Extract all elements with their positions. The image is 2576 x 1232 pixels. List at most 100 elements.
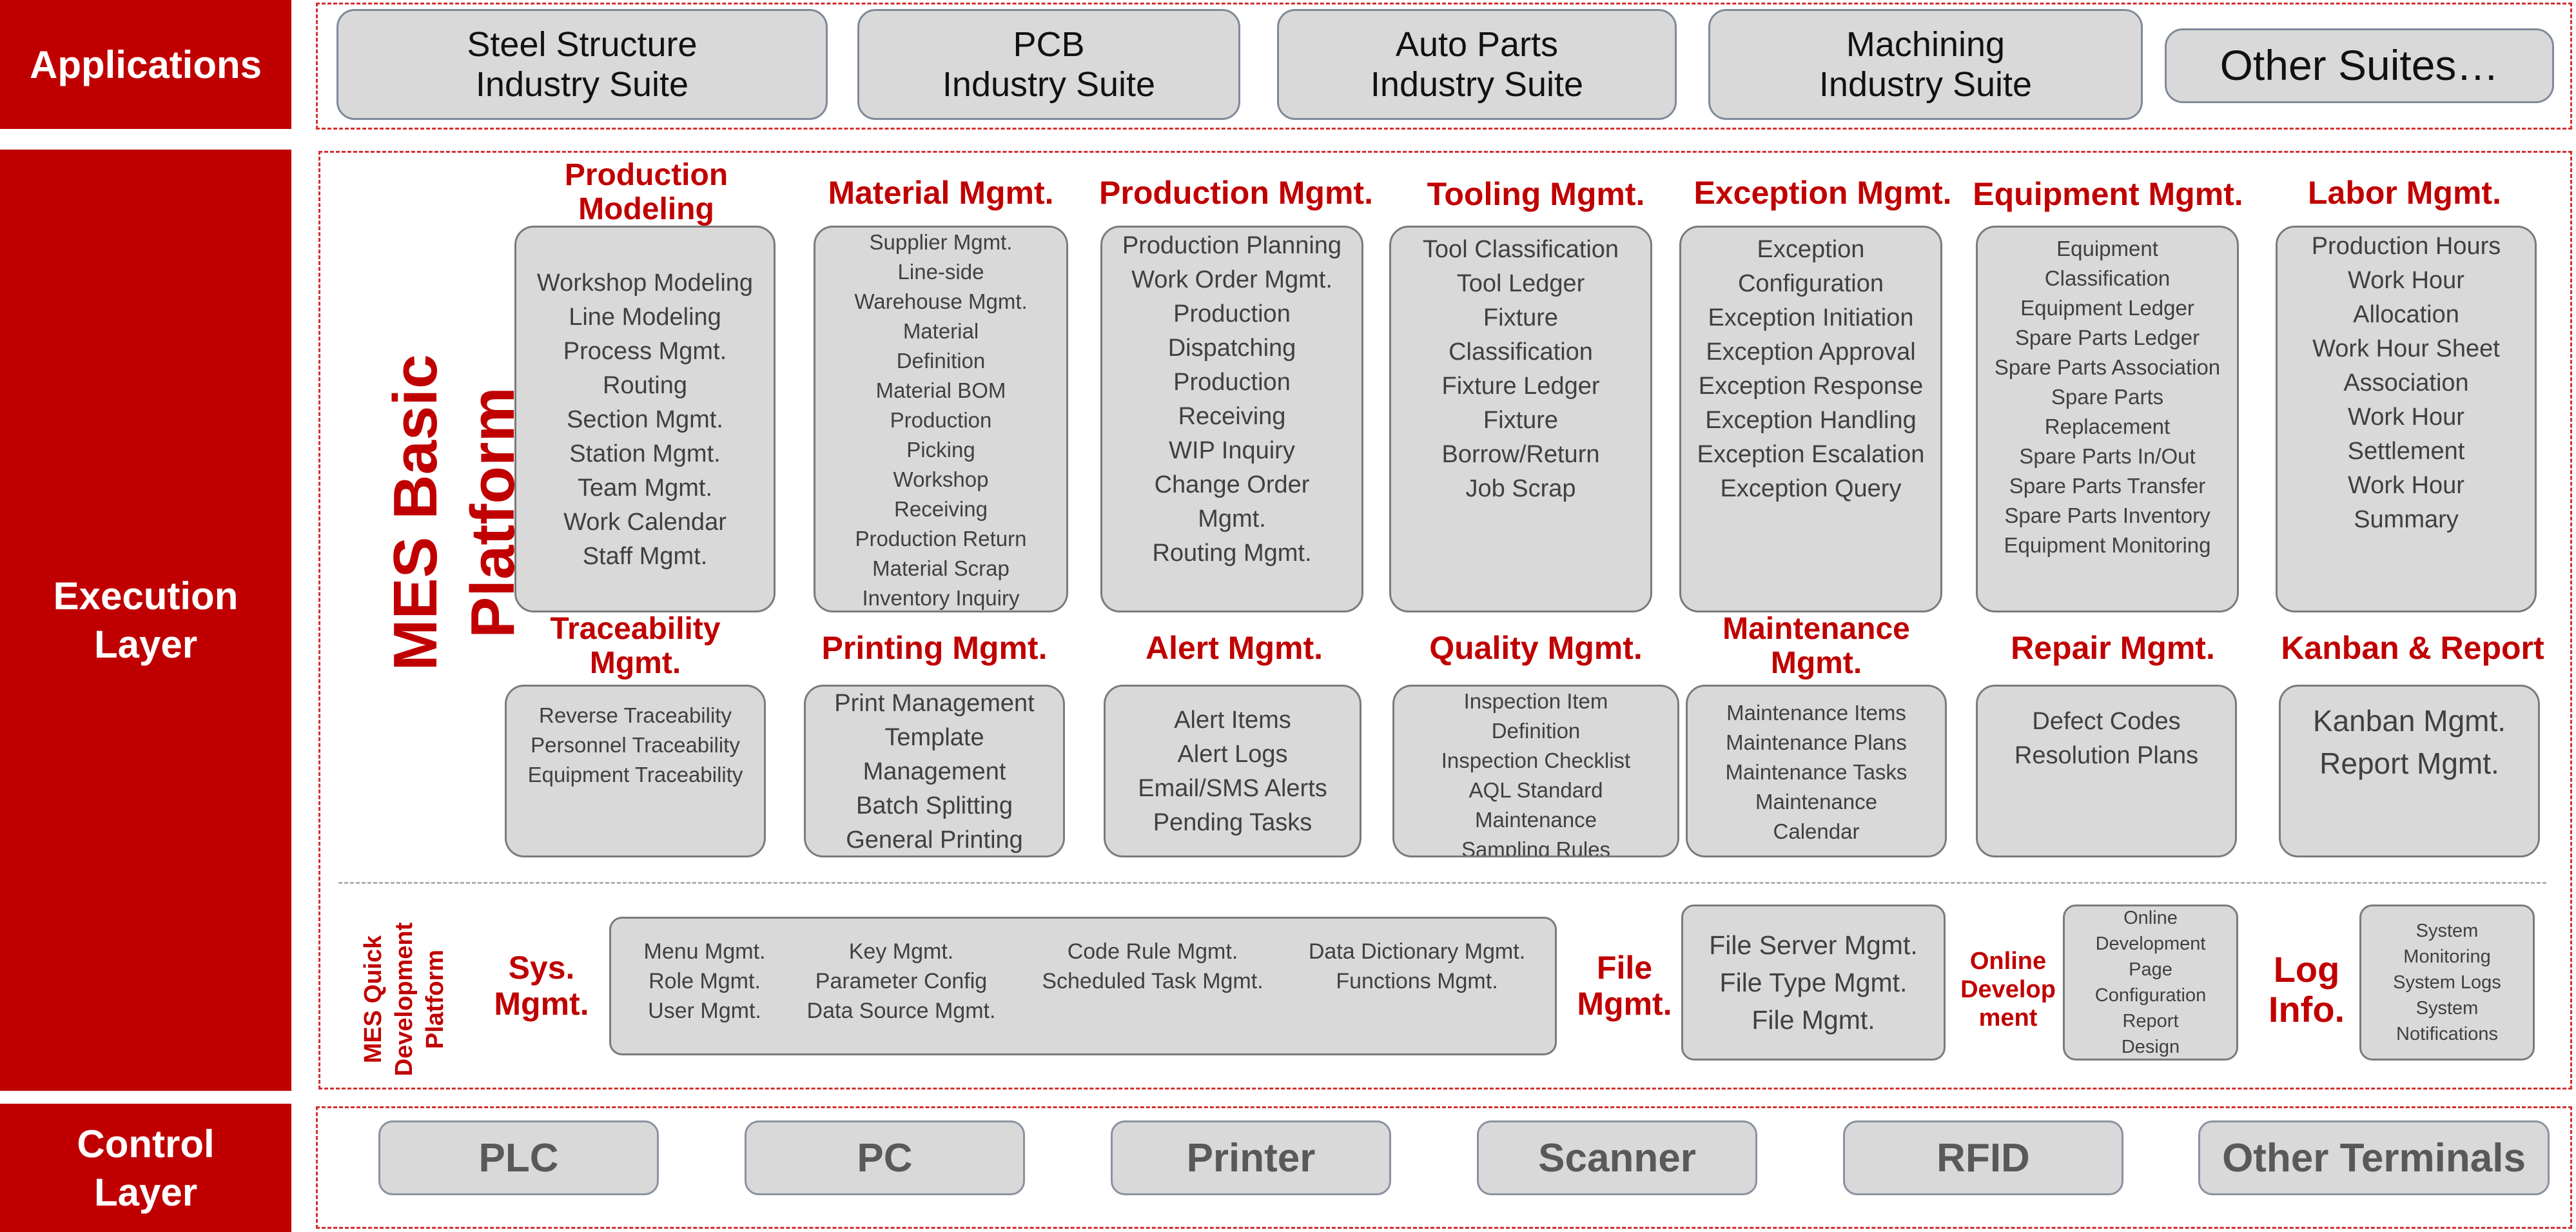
module-item: Notifications	[2396, 1024, 2498, 1044]
app-pcb-suite[interactable]: PCB Industry Suite	[857, 9, 1240, 120]
module-item: Report Mgmt.	[2319, 747, 2499, 780]
module-title-printing-mgmt: Printing Mgmt.	[821, 630, 1048, 666]
app-label: Machining Industry Suite	[1819, 24, 2033, 104]
module-item: Spare Parts	[2051, 385, 2164, 409]
module-item: Exception Escalation	[1697, 441, 1925, 468]
module-item: Functions Mgmt.	[1336, 969, 1498, 993]
module-item: Kanban Mgmt.	[2312, 704, 2506, 738]
module-item: Monitoring	[2403, 946, 2491, 967]
module-item: Equipment Ledger	[2020, 296, 2194, 320]
layer-label-control: Control Layer	[0, 1104, 291, 1232]
module-item: Work Calendar	[563, 509, 727, 536]
control-printer[interactable]: Printer	[1111, 1120, 1391, 1195]
module-item: Email/SMS Alerts	[1138, 775, 1327, 802]
module-item: Line-side	[897, 260, 984, 284]
layer-label-applications: Applications	[0, 0, 291, 129]
app-machining-suite[interactable]: Machining Industry Suite	[1708, 9, 2143, 120]
app-other-suites[interactable]: Other Suites…	[2165, 28, 2554, 103]
module-item: Resolution Plans	[2014, 742, 2199, 769]
module-item: File Mgmt.	[1751, 1005, 1875, 1035]
module-item: System Logs	[2393, 972, 2501, 993]
module-item: Tool Classification	[1422, 236, 1619, 263]
module-item: Warehouse Mgmt.	[854, 289, 1028, 313]
module-item: AQL Standard	[1469, 778, 1603, 802]
app-auto-parts-suite[interactable]: Auto Parts Industry Suite	[1277, 9, 1677, 120]
module-item: Development	[2095, 934, 2206, 954]
file-mgmt-label: File Mgmt.	[1577, 950, 1672, 1022]
module-title-equipment-mgmt: Equipment Mgmt.	[1973, 176, 2243, 212]
module-item: Equipment Monitoring	[2004, 533, 2211, 557]
module-item: Definition	[896, 349, 986, 373]
control-label: RFID	[1937, 1135, 2030, 1180]
module-item: WIP Inquiry	[1169, 437, 1295, 464]
module-item: Alert Items	[1174, 707, 1291, 734]
mes-quick-dev-platform-title: MES Quick Development Platform	[360, 922, 449, 1077]
module-title-maintenance-mgmt: Maintenance Mgmt.	[1722, 612, 1910, 680]
module-item: Print Management	[834, 690, 1035, 717]
module-item: Production Return	[855, 527, 1027, 551]
module-item: Inventory Inquiry	[862, 586, 1020, 610]
app-steel-structure-suite[interactable]: Steel Structure Industry Suite	[337, 9, 828, 120]
sys-mgmt-box[interactable]: Menu Mgmt.Role Mgmt.User Mgmt. Key Mgmt.…	[609, 917, 1557, 1055]
app-label: PCB Industry Suite	[942, 24, 1156, 104]
module-item: Template	[884, 724, 984, 751]
module-item: Configuration	[2094, 985, 2207, 1006]
module-item: Calendar	[1773, 819, 1860, 843]
module-item: Production Planning	[1122, 232, 1342, 259]
module-item: Exception Query	[1720, 475, 1902, 502]
module-item: Exception Approval	[1706, 338, 1916, 366]
module-item: Staff Mgmt.	[582, 543, 708, 570]
module-title-production-modeling: Production Modeling	[564, 158, 728, 226]
applications-region	[316, 3, 2572, 130]
control-scanner[interactable]: Scanner	[1477, 1120, 1757, 1195]
module-item: Equipment Traceability	[527, 763, 743, 787]
online-dev-label: Online Develop ment	[1960, 948, 2056, 1032]
module-item: Team Mgmt.	[577, 474, 713, 502]
control-other-terminals[interactable]: Other Terminals	[2198, 1120, 2550, 1195]
module-item: Definition	[1491, 719, 1581, 743]
module-box-kanban-report[interactable]: Kanban Mgmt. Report Mgmt.	[2279, 685, 2540, 857]
module-title-tooling-mgmt: Tooling Mgmt.	[1427, 176, 1645, 212]
module-item: Work Hour	[2348, 404, 2464, 431]
module-item: Inspection Item	[1463, 689, 1608, 713]
app-label: Auto Parts Industry Suite	[1370, 24, 1584, 104]
control-plc[interactable]: PLC	[378, 1120, 659, 1195]
file-mgmt-box[interactable]: File Server Mgmt.File Type Mgmt.File Mgm…	[1681, 904, 1946, 1061]
module-item: Exception Handling	[1705, 407, 1917, 434]
module-item: Configuration	[1737, 270, 1884, 297]
module-item: Section Mgmt.	[567, 406, 723, 433]
module-item: Exception	[1757, 236, 1865, 263]
control-rfid[interactable]: RFID	[1843, 1120, 2123, 1195]
module-item: Work Hour Sheet	[2312, 335, 2500, 362]
sys-mgmt-label: Sys. Mgmt.	[494, 950, 589, 1022]
module-item: Routing Mgmt.	[1152, 540, 1312, 567]
layer-label-execution: Execution Layer	[0, 150, 291, 1091]
module-item: Report	[2122, 1011, 2179, 1032]
module-item: Design	[2121, 1037, 2180, 1057]
module-item: Summary	[2354, 506, 2459, 533]
module-item: Fixture Ledger	[1441, 373, 1600, 400]
module-title-repair-mgmt: Repair Mgmt.	[2011, 630, 2215, 666]
control-pc[interactable]: PC	[745, 1120, 1025, 1195]
module-item: Parameter Config	[815, 969, 988, 993]
log-info-label: Log Info.	[2268, 949, 2345, 1030]
module-item: Line Modeling	[569, 304, 721, 331]
module-item: Work Order Mgmt.	[1131, 266, 1332, 293]
control-label: PLC	[478, 1135, 559, 1180]
module-item: Exception Initiation	[1708, 304, 1914, 331]
